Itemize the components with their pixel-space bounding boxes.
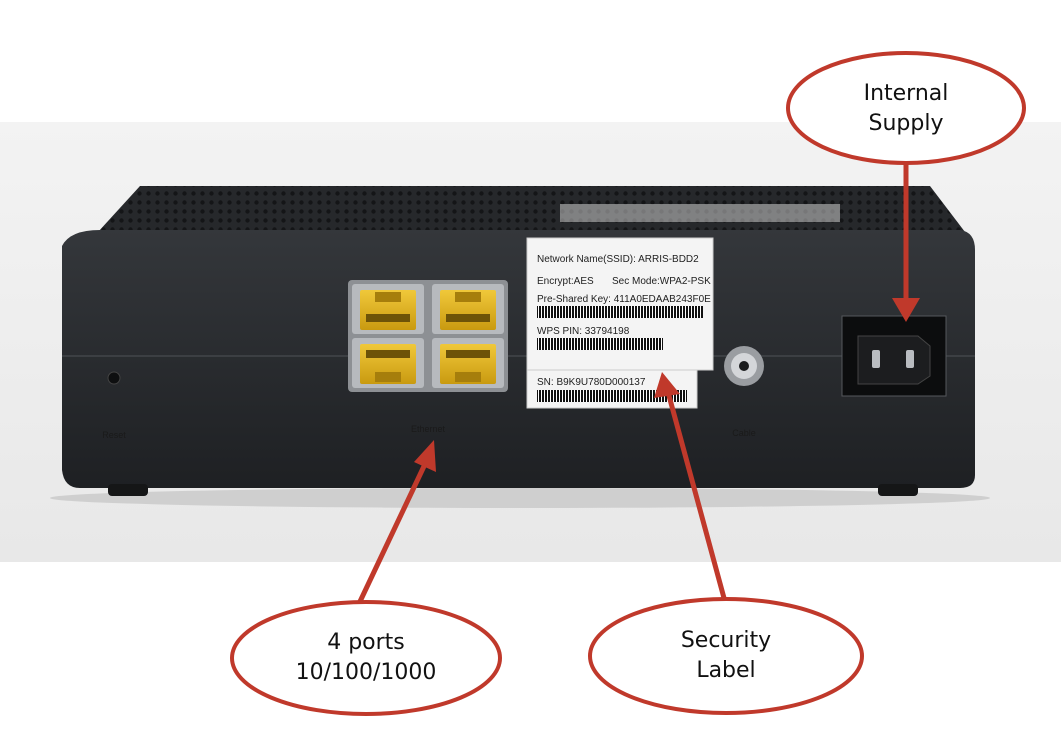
coax-connector: [724, 346, 764, 386]
serial-text: SN: B9K9U780D000137: [537, 377, 646, 388]
psk-text: Pre-Shared Key: 411A0EDAAB243F0E: [537, 294, 711, 305]
ethernet-port-3: [352, 338, 424, 388]
arrow-head-security: [654, 372, 680, 398]
arrow-security: [665, 391, 727, 599]
arrow-ports: [353, 460, 429, 612]
callout-internal-supply-line2: Supply: [869, 111, 944, 136]
sec-mode-text: Sec Mode:WPA2-PSK: [612, 276, 711, 287]
power-inlet: [841, 315, 947, 397]
callout-ports: 4 ports 10/100/1000: [230, 600, 502, 716]
callout-arrows: [353, 162, 920, 612]
foot-right: [878, 484, 918, 496]
ethernet-port-2: [432, 284, 504, 334]
encrypt-text: Encrypt:AES: [537, 276, 594, 287]
foot-left: [108, 484, 148, 496]
callout-security: Security Label: [588, 597, 864, 715]
callout-ports-line1: 4 ports: [327, 630, 405, 655]
wps-barcode: [537, 338, 663, 350]
modem-body: [62, 230, 975, 488]
ssid-text: Network Name(SSID): ARRIS-BDD2: [537, 254, 699, 265]
callout-internal-supply-line1: Internal: [864, 81, 949, 106]
callout-internal-supply: Internal Supply: [786, 51, 1026, 165]
wps-pin-text: WPS PIN: 33794198: [537, 326, 630, 337]
cable-marking: Cable: [732, 428, 756, 438]
ethernet-port-4: [432, 338, 504, 388]
reset-marking: Reset: [102, 430, 126, 440]
callout-security-line2: Label: [696, 658, 755, 683]
arrow-head-internal-supply: [892, 298, 920, 322]
arrow-head-ports: [414, 440, 436, 472]
ethernet-marking: Ethernet: [411, 424, 446, 434]
device-shadow: [50, 488, 990, 508]
serial-barcode: [537, 390, 687, 402]
security-label-sticker: Network Name(SSID): ARRIS-BDD2 Encrypt:A…: [526, 237, 714, 409]
ethernet-port-1: [352, 284, 424, 334]
psk-barcode: [537, 306, 703, 318]
reset-pinhole: [107, 371, 121, 385]
callout-security-line1: Security: [681, 628, 771, 653]
ethernet-port-block: [348, 280, 508, 392]
callout-ports-line2: 10/100/1000: [296, 660, 437, 685]
top-sticker: [560, 204, 840, 222]
